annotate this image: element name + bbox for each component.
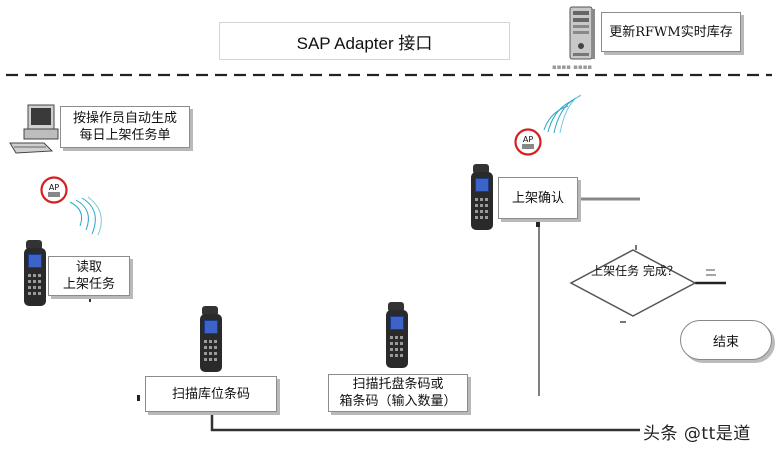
update-inventory-box: 更新RFWM实时库存 bbox=[601, 12, 741, 52]
handheld-scanner-icon bbox=[22, 240, 50, 308]
generate-task-line1: 按操作员自动生成 bbox=[72, 111, 177, 126]
ap-label-right: AP bbox=[523, 135, 533, 144]
scan-bin-box: 扫描库位条码 bbox=[145, 376, 277, 412]
scan-pallet-box: 扫描托盘条码或 箱条码（输入数量） bbox=[328, 374, 468, 412]
handheld-scanner-icon bbox=[198, 306, 226, 374]
bin-box-corner bbox=[137, 395, 140, 401]
read-task-line2: 上架任务 bbox=[62, 277, 115, 292]
end-box: 结束 bbox=[680, 320, 772, 360]
read-task-box: 读取 上架任务 bbox=[48, 256, 130, 296]
generate-task-line2: 每日上架任务单 bbox=[79, 128, 171, 143]
scan-pallet-line1: 扫描托盘条码或 bbox=[352, 377, 444, 392]
decision-diamond bbox=[569, 249, 697, 317]
update-inventory-label: 更新RFWM实时库存 bbox=[609, 24, 733, 40]
watermark: 头条 @tt是道 bbox=[643, 424, 751, 444]
read-task-line1: 读取 bbox=[75, 260, 102, 275]
decision-line2: 完成？ bbox=[642, 264, 679, 278]
end-label: 结束 bbox=[712, 334, 739, 350]
confirm-box: 上架确认 bbox=[498, 177, 578, 219]
desktop-computer-icon bbox=[8, 103, 60, 155]
flow-line-bottom bbox=[210, 410, 640, 432]
decision-line1: 上架任务 bbox=[591, 264, 640, 278]
confirm-label: 上架确认 bbox=[511, 190, 564, 206]
decision-label: 上架任务 完成？ bbox=[580, 263, 690, 280]
scan-bin-label: 扫描库位条码 bbox=[171, 386, 250, 402]
access-point-icon: AP bbox=[514, 128, 542, 156]
server-icon bbox=[568, 6, 596, 62]
server-caption: ▪▪▪▪ ▪▪▪▪ bbox=[552, 63, 593, 71]
ap-label-left: AP bbox=[49, 183, 59, 192]
handheld-scanner-icon bbox=[469, 164, 497, 232]
scan-pallet-line2: 箱条码（输入数量） bbox=[339, 394, 457, 409]
handheld-scanner-icon bbox=[384, 302, 412, 370]
wifi-signal-icon bbox=[540, 94, 582, 134]
generate-task-box: 按操作员自动生成 每日上架任务单 bbox=[60, 106, 190, 148]
confirm-corner bbox=[536, 222, 540, 227]
access-point-icon: AP bbox=[40, 176, 68, 204]
sap-adapter-title: SAP Adapter 接口 bbox=[219, 22, 510, 60]
wifi-signal-icon bbox=[68, 196, 108, 236]
